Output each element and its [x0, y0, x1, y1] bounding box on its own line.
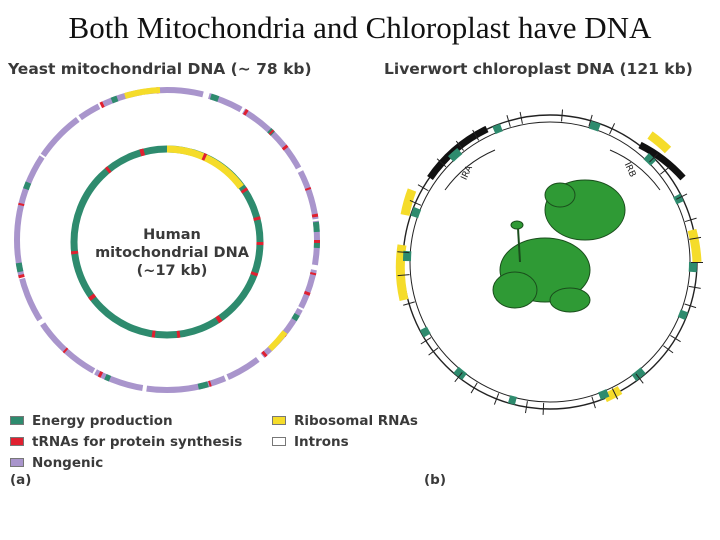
legend-item-rrna: Ribosomal RNAs [272, 410, 418, 431]
human-mtdna-label-line2: mitochondrial DNA [95, 245, 249, 261]
rrna-swatch [272, 416, 286, 425]
liverwort-cpdna-ring [395, 109, 703, 415]
legend-label: tRNAs for protein synthesis [32, 433, 243, 450]
liverwort-plant-illustration [492, 179, 626, 313]
liverwort-cpdna-heading: Liverwort chloroplast DNA (121 kb) [384, 60, 693, 78]
yeast-mtdna-heading: Yeast mitochondrial DNA (~ 78 kb) [8, 60, 312, 78]
legend-item-energy: Energy production [10, 410, 242, 431]
legend-label: Introns [294, 433, 349, 450]
slide-title: Both Mitochondria and Chloroplast have D… [68, 10, 652, 45]
trna-swatch [10, 437, 24, 446]
human-mtdna-label-line1: Human [143, 227, 201, 243]
legend-label: Energy production [32, 412, 173, 429]
legend-label: Ribosomal RNAs [294, 412, 418, 429]
human-mtdna-label-line3: (~17 kb) [136, 263, 208, 279]
panel-a-label: (a) [10, 472, 32, 488]
nongenic-swatch [10, 458, 24, 467]
legend-item-trna: tRNAs for protein synthesis [10, 431, 242, 452]
legend-right: Ribosomal RNAs Introns [272, 410, 418, 452]
energy-swatch [10, 416, 24, 425]
yeast-mtdna-ring [13, 86, 321, 394]
legend-item-introns: Introns [272, 431, 418, 452]
human-mtdna-ring [70, 145, 264, 339]
intron-swatch [272, 437, 286, 446]
legend-item-nongenic: Nongenic [10, 452, 242, 473]
legend-label: Nongenic [32, 454, 104, 471]
panel-b-label: (b) [424, 472, 447, 488]
legend-left: Energy production tRNAs for protein synt… [10, 410, 242, 473]
